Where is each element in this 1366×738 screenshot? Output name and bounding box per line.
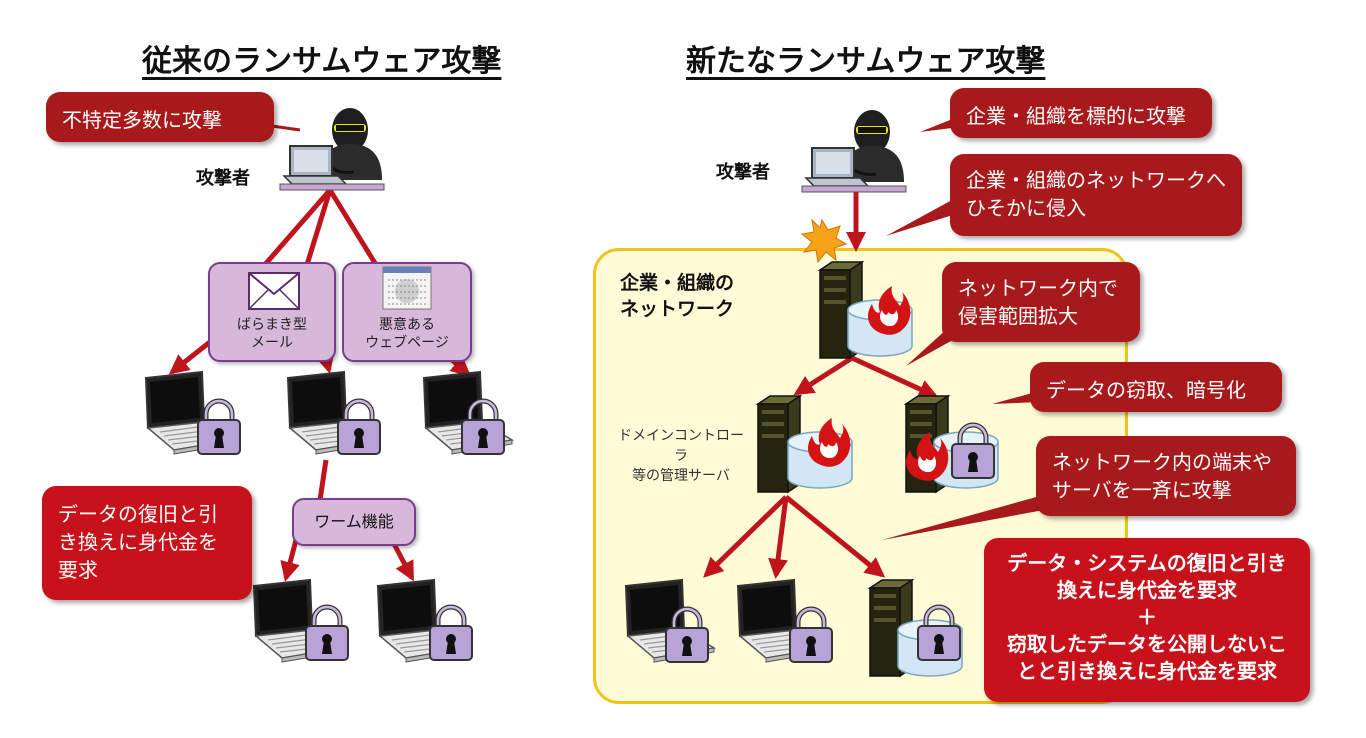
callout-simultaneous-attack: ネットワーク内の端末や サーバを一斉に攻撃 [1036,436,1296,516]
callout-double-extortion: データ・システムの復旧と引き 換えに身代金を要求 ＋ 窃取したデータを公開しない… [984,538,1310,702]
webpage-icon [382,266,432,310]
left-lock-2-icon [338,401,380,454]
left-callout-untargeted: 不特定多数に攻撃 [46,92,274,142]
left-callout-ransom: データの復旧と引 き換えに身代金を 要求 [42,486,252,600]
left-attack-arrows [168,188,472,582]
left-title: 従来のランサムウェア攻撃 [142,44,502,79]
callout-expand-compromise: ネットワーク内で 侵害範囲拡大 [942,262,1140,342]
left-lock-4-icon [306,607,348,660]
right-bottom-lock-icon [918,607,960,660]
worm-function-box: ワーム機能 [292,498,416,546]
callout-steal-encrypt: データの窃取、暗号化 [1030,362,1282,412]
right-lock-2-icon [790,609,832,662]
domain-controller-fire-icon [808,418,851,467]
left-callout-pointer [271,124,301,132]
webpage-line1: 悪意ある [379,317,435,333]
right-top-fire-icon [868,286,911,335]
corporate-network-label: 企業・組織の ネットワーク [620,272,735,320]
callout-covert-intrusion: 企業・組織のネットワークへ ひそかに侵入 [950,154,1242,236]
domain-controller-label: ドメインコントローラ 等の管理サーバ [618,428,744,484]
left-lock-5-icon [430,607,472,660]
right-attacker-label: 攻撃者 [716,162,770,183]
right-lock-1-icon [666,609,708,662]
envelope-icon [248,272,300,310]
left-lock-1-icon [198,401,240,454]
spam-mail-box: ばらまき型 メール [208,262,336,362]
malicious-webpage-box: 悪意ある ウェブページ [342,262,472,362]
right-attacker-icon [800,108,908,194]
webpage-line2: ウェブページ [365,335,449,351]
spam-mail-line2: メール [251,335,293,351]
intrusion-burst-icon [800,218,848,264]
right-attack-arrows [703,190,939,579]
left-attacker-icon [278,106,386,192]
spam-mail-line1: ばらまき型 [237,317,307,333]
right-title: 新たなランサムウェア攻撃 [686,44,1046,79]
left-lock-3-icon [462,401,504,454]
left-attacker-label: 攻撃者 [196,168,250,189]
callout-targeted-attack: 企業・組織を標的に攻撃 [950,88,1212,138]
